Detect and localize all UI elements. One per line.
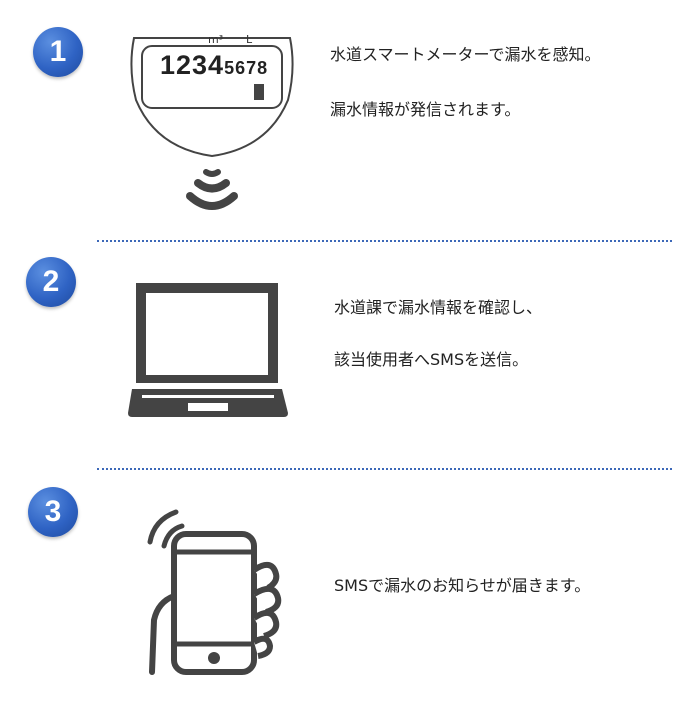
step-2-line-2: 該当使用者へSMSを送信。 (334, 350, 529, 369)
step-1-line-1: 水道スマートメーターで漏水を感知。 (330, 45, 601, 64)
step-1-line-2: 漏水情報が発信されます。 (330, 100, 521, 119)
meter-reading: 12345678 (160, 50, 268, 81)
divider-1 (97, 240, 672, 242)
smart-meter-icon (130, 37, 294, 210)
meter-digits-small: 5678 (224, 58, 269, 78)
step-2-line-1: 水道課で漏水情報を確認し、 (334, 298, 543, 317)
meter-digits-large: 1234 (160, 50, 225, 80)
smartphone-icon (147, 509, 282, 675)
step-3-badge: 3 (28, 487, 78, 537)
step-3-line-1: SMSで漏水のお知らせが届きます。 (334, 576, 591, 595)
step-1: 1 m³ L 12345678 水道スマートメーターで漏水を感知。 漏水情報が発… (0, 0, 695, 240)
meter-unit: m³ (208, 33, 224, 46)
step-2-badge: 2 (26, 257, 76, 307)
step-1-badge: 1 (33, 27, 83, 77)
laptop-icon (128, 283, 288, 417)
divider-2 (97, 468, 672, 470)
meter-indicator: L (246, 33, 253, 46)
